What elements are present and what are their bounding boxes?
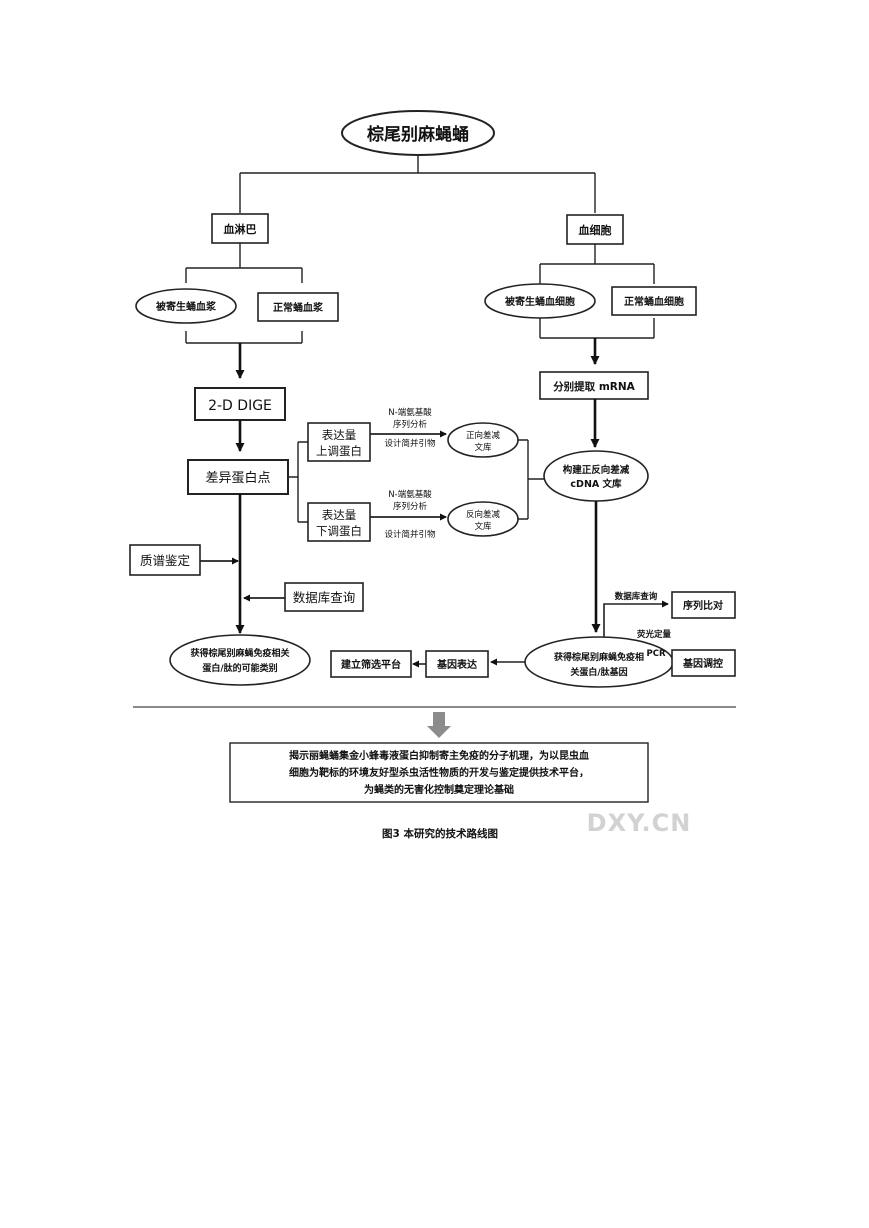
seq-align-label: 序列比对 (683, 599, 723, 612)
conclusion-line1: 揭示丽蝇蛹集金小蜂毒液蛋白抑制寄主免疫的分子机理，为以昆虫血 (289, 749, 589, 762)
parasitized-plasma-label: 被寄生蛹血浆 (156, 300, 217, 313)
up-nterm-line1: N-端氨基酸 (388, 407, 432, 418)
normal-cells-label: 正常蛹血细胞 (624, 295, 684, 308)
forward-library-line2: 文库 (474, 442, 492, 453)
protein-types-line2: 蛋白/肽的可能类别 (202, 662, 277, 674)
mrna-label: 分别提取 mRNA (553, 380, 635, 393)
normal-plasma-box (257, 292, 339, 322)
forward-library-line1: 正向差减 (466, 430, 501, 441)
diff-spots-label: 差异蛋白点 (205, 470, 270, 486)
db-query-small-label: 数据库查询 (615, 591, 658, 602)
db-query-bracket (603, 600, 669, 638)
gene-expr-box (425, 650, 489, 678)
mass-spec-label: 质谱鉴定 (140, 553, 190, 568)
up-regulated-line2: 上调蛋白 (316, 444, 362, 458)
dige-label: 2-D DIGE (208, 398, 272, 414)
top-split-connector (239, 155, 596, 213)
cdna-library-line1: 构建正反向差减 (563, 464, 630, 476)
db-query-box (284, 582, 364, 612)
hemocyte-bracket (539, 244, 655, 339)
qpcr-line1: 荧光定量 (636, 629, 672, 640)
libraries-join-connector (518, 439, 544, 520)
title-label: 棕尾别麻蝇蛹 (367, 124, 469, 145)
reverse-library-line2: 文库 (474, 521, 492, 532)
hemolymph-bracket (185, 243, 303, 344)
figure-caption: 图3 本研究的技术路线图 (382, 827, 498, 840)
conclusion-line2: 细胞为靶标的环境友好型杀虫活性物质的开发与鉴定提供技术平台， (289, 766, 589, 779)
qpcr-line2: PCR (646, 649, 665, 659)
screen-platform-label: 建立筛选平台 (340, 658, 401, 671)
gene-reg-box (671, 649, 736, 677)
hemolymph-label: 血淋巴 (224, 222, 257, 236)
down-nterm-line1: N-端氨基酸 (388, 489, 432, 500)
up-regulated-box (307, 422, 371, 462)
down-nterm-line2: 序列分析 (393, 501, 428, 512)
conclusion-box (229, 742, 649, 803)
down-design-primer: 设计简并引物 (384, 529, 436, 540)
genes-line1: 获得棕尾别麻蝇免疫相 (554, 651, 644, 663)
conclusion-line3: 为蝇类的无害化控制奠定理论基础 (364, 783, 514, 796)
up-regulated-line1: 表达量 (322, 428, 357, 442)
hemocyte-label: 血细胞 (579, 223, 612, 237)
down-regulated-box (307, 502, 371, 542)
seq-align-box (671, 591, 736, 619)
parasitized-cells-label: 被寄生蛹血细胞 (505, 295, 575, 308)
mrna-box (539, 371, 649, 400)
up-nterm-line2: 序列分析 (393, 419, 428, 430)
hemolymph-box (211, 213, 269, 244)
reverse-library-line1: 反向差减 (466, 509, 501, 520)
dige-box (194, 387, 286, 421)
mass-spec-box (129, 544, 201, 576)
protein-types-line1: 获得棕尾别麻蝇免疫相关 (190, 647, 289, 659)
down-regulated-line1: 表达量 (322, 508, 357, 522)
parasitized-cells-node (484, 283, 596, 319)
parasitized-plasma-node (135, 288, 237, 324)
diff-spots-box (187, 459, 289, 495)
normal-plasma-label: 正常蛹血浆 (273, 301, 324, 314)
down-regulated-line2: 下调蛋白 (316, 524, 362, 538)
genes-line2: 关蛋白/肽基因 (570, 666, 627, 678)
screen-platform-box (330, 650, 412, 678)
cdna-library-line2: cDNA 文库 (570, 478, 622, 490)
normal-cells-box (611, 286, 697, 316)
watermark-logo: DXY.CN (587, 809, 692, 837)
up-design-primer: 设计简并引物 (384, 438, 436, 449)
gene-expr-label: 基因表达 (436, 658, 477, 671)
cdna-library-node (543, 450, 649, 502)
down-arrow-icon (427, 712, 451, 738)
db-query-label: 数据库查询 (293, 590, 356, 605)
protein-types-node (169, 634, 311, 686)
regulation-split-connector (288, 441, 308, 523)
gene-reg-label: 基因调控 (682, 657, 723, 670)
